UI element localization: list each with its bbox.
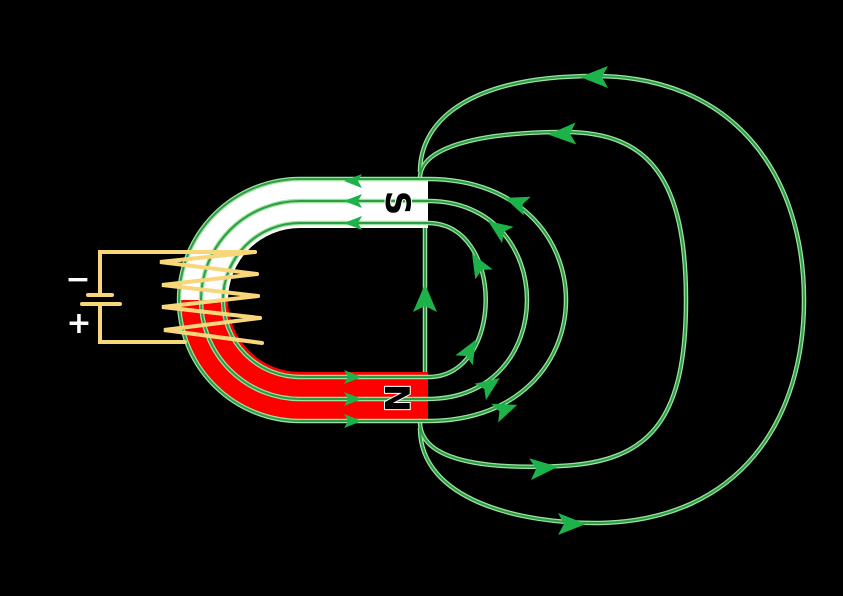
arrow-icon — [504, 196, 531, 216]
south-pole-label: S — [377, 191, 417, 216]
arrow-left-icon — [344, 194, 362, 208]
north-pole-arm — [178, 300, 428, 422]
arrow-right-icon — [344, 392, 362, 406]
arrow-right-icon — [344, 370, 362, 384]
circuit-wire-top — [98, 250, 257, 296]
arrow-right-icon — [344, 414, 362, 428]
battery-negative-label: − — [65, 262, 90, 297]
arrow-left-icon — [580, 66, 608, 88]
field-direction-arrows — [344, 66, 608, 535]
south-pole-arm — [178, 178, 428, 300]
arrow-icon — [488, 221, 514, 244]
battery-positive-label: + — [66, 306, 91, 341]
arrow-left-icon — [344, 216, 362, 230]
arrow-right-icon — [529, 458, 558, 481]
arrow-left-icon — [344, 174, 362, 188]
circuit-wire-bottom — [98, 304, 187, 344]
arrow-icon — [491, 403, 518, 423]
coil-winding — [159, 250, 264, 345]
arrow-icon — [455, 339, 476, 366]
arrow-right-icon — [558, 513, 586, 535]
external-field-lines — [417, 73, 807, 526]
arrow-up-icon — [413, 284, 437, 312]
arrow-icon — [472, 253, 493, 280]
coil-circuit: − + — [65, 250, 264, 345]
arrow-left-icon — [548, 122, 577, 145]
north-pole-label: N — [376, 384, 416, 412]
arrow-icon — [474, 378, 500, 401]
